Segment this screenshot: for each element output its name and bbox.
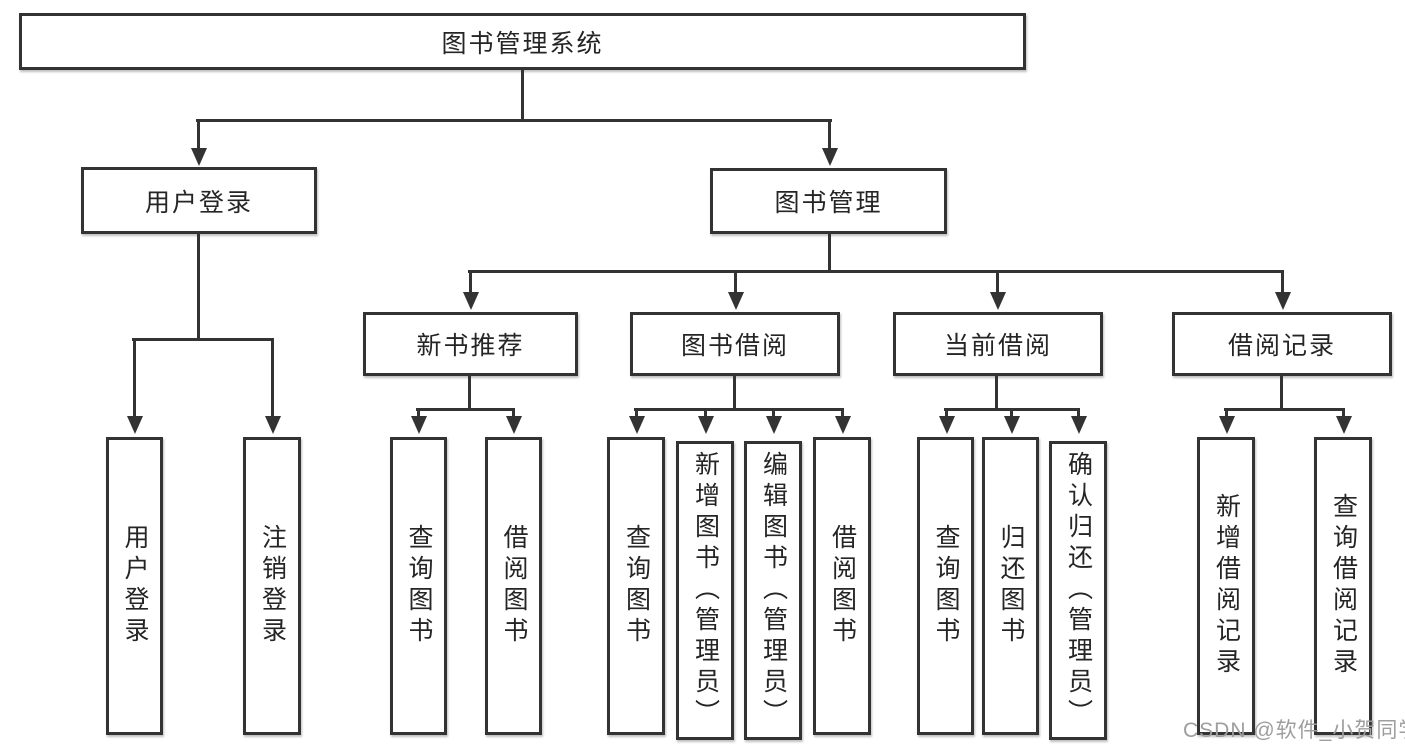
connector-line [733, 376, 736, 408]
arrow-down-icon [1003, 408, 1020, 434]
arrow-down-icon [938, 408, 955, 434]
arrow-down-icon [628, 408, 645, 434]
arrow-down-icon [190, 119, 207, 166]
connector-line [468, 270, 1283, 273]
leaf-user-login: 用户登录 [106, 437, 163, 735]
arrow-down-icon [727, 270, 744, 310]
leaf-bb-add-books-admin: 新增图书（管理员） [676, 441, 734, 740]
node-library-system: 图书管理系统 [19, 13, 1026, 70]
connector-line [468, 376, 471, 408]
leaf-cb-return-books: 归还图书 [982, 437, 1039, 735]
node-new-book-recommend: 新书推荐 [363, 312, 578, 376]
connector-line [196, 119, 832, 122]
arrow-down-icon [410, 408, 427, 434]
arrow-down-icon [1335, 408, 1352, 434]
leaf-nb-borrow-books: 借阅图书 [485, 437, 542, 735]
leaf-bb-edit-books-admin: 编辑图书（管理员） [744, 441, 802, 740]
leaf-logout-login: 注销登录 [243, 437, 301, 735]
node-borrow-records: 借阅记录 [1172, 312, 1392, 376]
watermark: CSDN @软件_小贺同学 [1183, 719, 1405, 742]
arrow-down-icon [989, 270, 1006, 310]
arrow-down-icon [462, 270, 479, 310]
connector-line [197, 234, 200, 338]
leaf-cb-query-books: 查询图书 [917, 437, 974, 735]
node-book-borrow: 图书借阅 [630, 312, 840, 376]
connector-line [995, 376, 998, 408]
connector-line [1280, 376, 1283, 408]
arrow-down-icon [1070, 408, 1087, 434]
connector-line [828, 234, 831, 270]
leaf-br-query-record: 查询借阅记录 [1314, 437, 1372, 735]
arrow-down-icon [126, 338, 143, 434]
arrow-down-icon [697, 408, 714, 434]
arrow-down-icon [1218, 408, 1235, 434]
arrow-down-icon [765, 408, 782, 434]
leaf-cb-confirm-return-admin: 确认归还（管理员） [1049, 441, 1107, 740]
connector-line [132, 338, 274, 341]
arrow-down-icon [505, 408, 522, 434]
leaf-nb-query-books: 查询图书 [390, 437, 447, 735]
node-user-login: 用户登录 [81, 167, 317, 234]
connector-line [1224, 408, 1345, 411]
node-current-borrow: 当前借阅 [893, 312, 1103, 376]
connector-line [521, 70, 524, 119]
arrow-down-icon [821, 119, 838, 166]
arrow-down-icon [1274, 270, 1291, 310]
leaf-br-add-record: 新增借阅记录 [1197, 437, 1255, 735]
arrow-down-icon [264, 338, 281, 434]
arrow-down-icon [834, 408, 851, 434]
connector-line [634, 408, 844, 411]
leaf-bb-query-books: 查询图书 [607, 437, 665, 735]
leaf-bb-borrow-books: 借阅图书 [813, 437, 871, 735]
node-book-management: 图书管理 [710, 168, 947, 234]
connector-line [416, 408, 515, 411]
